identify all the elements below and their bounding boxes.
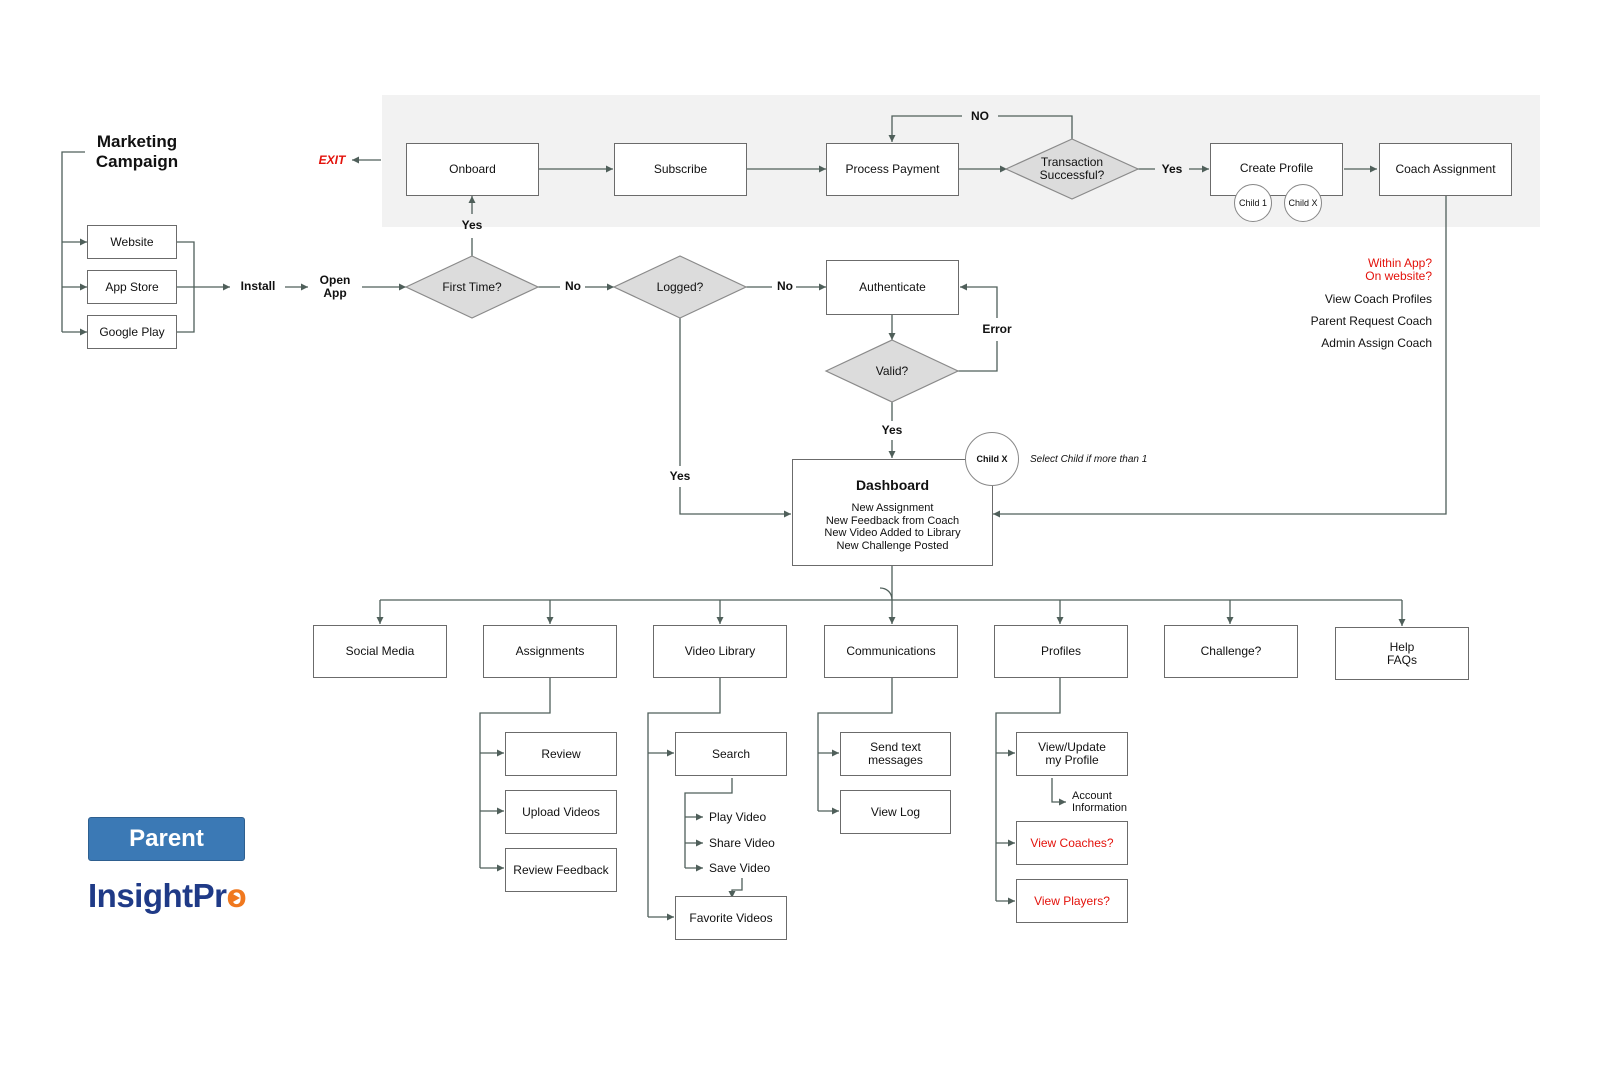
child-x-bubble: Child X (1284, 184, 1322, 222)
diamond-logged (612, 255, 748, 319)
edge-label-no-first: No (565, 279, 581, 293)
open-app-label: Open App (319, 273, 351, 300)
create-profile-label: Create Profile (1239, 161, 1314, 175)
authenticate-node: Authenticate (826, 260, 959, 315)
child-selector-bubble[interactable]: Child X (965, 432, 1019, 486)
assignments-review-feedback: Review Feedback (505, 848, 617, 892)
play-icon (231, 893, 240, 903)
comms-view-log: View Log (840, 790, 951, 834)
create-profile-node: Create Profile (1210, 143, 1343, 196)
brand-text-accent: o (226, 877, 247, 914)
edge-label-yes-first: Yes (461, 218, 483, 232)
parent-badge: Parent (88, 817, 245, 861)
channel-website: Website (87, 225, 177, 259)
section-help-faqs: Help FAQs (1335, 627, 1469, 680)
section-assignments: Assignments (483, 625, 617, 678)
edge-label-yes-transaction: Yes (1161, 162, 1183, 176)
video-search: Search (675, 732, 787, 776)
section-video-library: Video Library (653, 625, 787, 678)
video-action-play: Play Video (709, 810, 767, 824)
edge-label-error: Error (982, 322, 1012, 336)
profiles-view-players: View Players? (1016, 879, 1128, 923)
dashboard-node: Dashboard New Assignment New Feedback fr… (792, 459, 993, 566)
coach-options-question: Within App? On website? (1365, 256, 1432, 283)
section-challenge: Challenge? (1164, 625, 1298, 678)
profiles-view-update: View/Update my Profile (1016, 732, 1128, 776)
exit-label: EXIT (318, 153, 346, 167)
dashboard-title: Dashboard (855, 477, 930, 493)
brand-text-primary: InsightPr (88, 877, 227, 914)
coach-option-view-profiles: View Coach Profiles (1324, 292, 1432, 306)
install-label: Install (240, 279, 276, 293)
transaction-label: Transaction Successful? (1039, 155, 1105, 182)
edge-label-no-logged: No (777, 279, 793, 293)
diamond-transaction (1004, 138, 1140, 200)
edge-label-yes-logged: Yes (669, 469, 691, 483)
video-favorites: Favorite Videos (675, 896, 787, 940)
logged-label: Logged? (656, 279, 704, 294)
child-selector-note: Select Child if more than 1 (1030, 454, 1148, 465)
coach-assignment-node: Coach Assignment (1379, 143, 1512, 196)
child-1-bubble: Child 1 (1234, 184, 1272, 222)
marketing-campaign-title: Marketing Campaign (95, 132, 179, 171)
onboarding-panel (382, 95, 1540, 227)
video-action-save: Save Video (709, 861, 771, 875)
assignments-upload-videos: Upload Videos (505, 790, 617, 834)
dashboard-items: New Assignment New Feedback from Coach N… (824, 502, 961, 552)
channel-app-store: App Store (87, 270, 177, 304)
edge-label-yes-valid: Yes (881, 423, 903, 437)
edge-label-no-transaction: NO (971, 109, 989, 123)
coach-option-admin-assign: Admin Assign Coach (1321, 336, 1432, 350)
section-profiles: Profiles (994, 625, 1128, 678)
profiles-account-info: Account Information (1072, 790, 1128, 814)
valid-label: Valid? (875, 363, 909, 378)
diamond-valid (824, 339, 960, 403)
video-action-share: Share Video (709, 836, 775, 850)
profiles-view-coaches: View Coaches? (1016, 821, 1128, 865)
first-time-label: First Time? (442, 279, 502, 294)
section-communications: Communications (824, 625, 958, 678)
comms-send-text: Send text messages (840, 732, 951, 776)
assignments-review: Review (505, 732, 617, 776)
subscribe-node: Subscribe (614, 143, 747, 196)
diamond-first-time (404, 255, 540, 319)
onboard-node: Onboard (406, 143, 539, 196)
section-social-media: Social Media (313, 625, 447, 678)
coach-option-parent-request: Parent Request Coach (1310, 314, 1432, 328)
channel-google-play: Google Play (87, 315, 177, 349)
process-payment-node: Process Payment (826, 143, 959, 196)
